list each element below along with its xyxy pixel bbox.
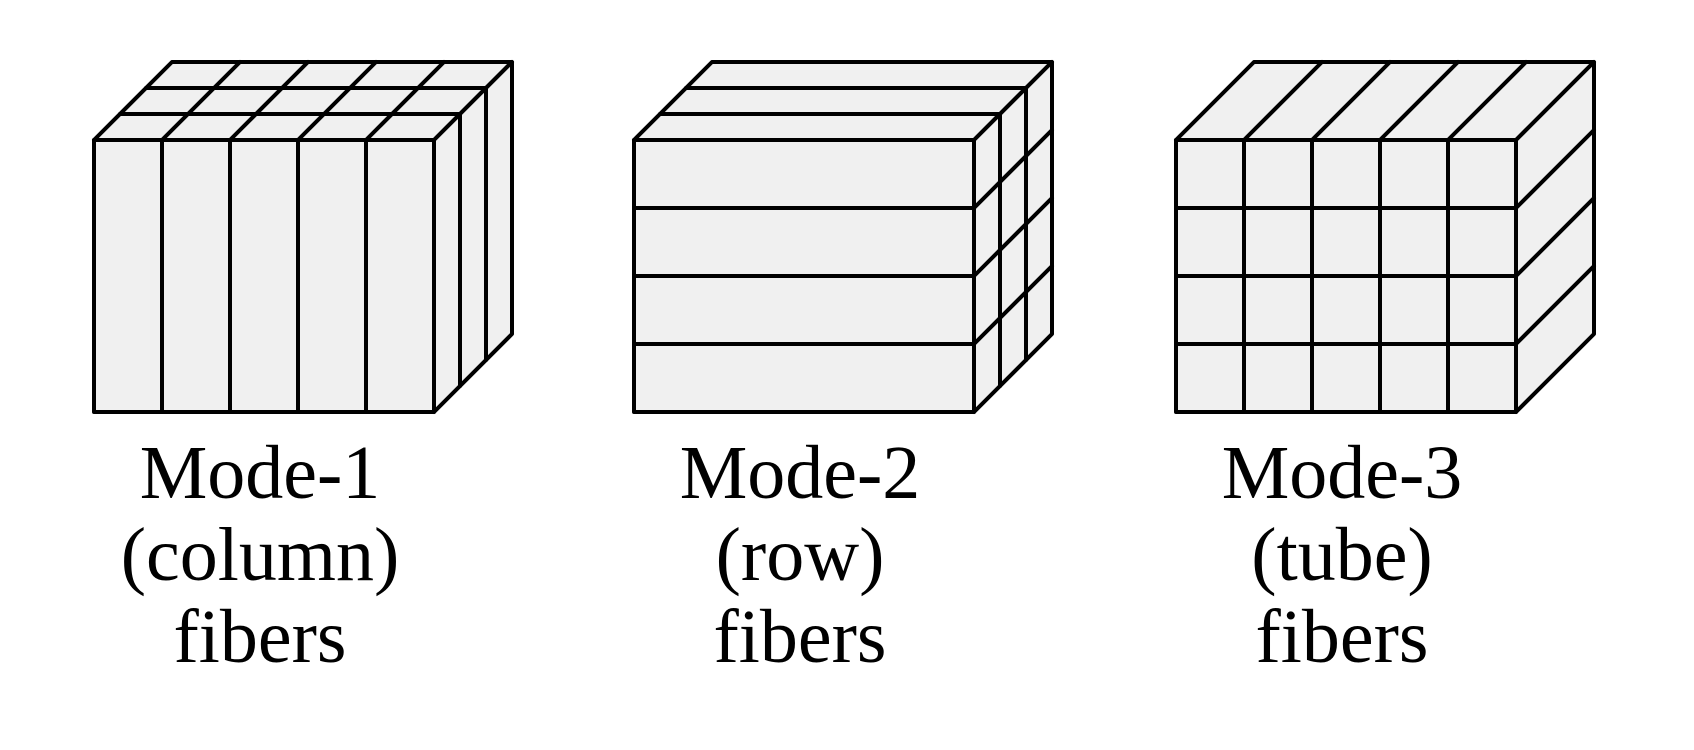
fiber-separator (1242, 60, 1324, 142)
fiber-separator (1514, 128, 1596, 210)
cube-mode-1 (92, 60, 514, 414)
fiber-separator (296, 60, 378, 142)
caption-mode-1: Mode-1 (column) fibers (0, 432, 520, 678)
caption-mode-2: Mode-2 (row) fibers (540, 432, 1060, 678)
caption-mode-3-title: Mode-3 (1221, 431, 1463, 515)
caption-mode-1-type: (column) (120, 513, 400, 597)
figure-mode-2: Mode-2 (row) fibers (540, 0, 1060, 750)
fiber-separator (972, 196, 1054, 278)
fiber-separator (972, 128, 1054, 210)
fiber-separator (1310, 60, 1392, 142)
caption-mode-3-type: (tube) (1251, 513, 1433, 597)
cube-front-face (92, 138, 436, 414)
fiber-separator (1514, 196, 1596, 278)
caption-mode-3-fibers: fibers (1255, 595, 1429, 679)
fiber-separator (1378, 60, 1460, 142)
fiber-separator (1514, 264, 1596, 346)
cube-mode-2 (632, 60, 1054, 414)
fiber-separator (364, 60, 446, 142)
caption-mode-1-title: Mode-1 (139, 431, 381, 515)
caption-mode-2-title: Mode-2 (679, 431, 921, 515)
fiber-separator (160, 60, 242, 142)
fiber-separator (228, 60, 310, 142)
cube-mode-3 (1174, 60, 1596, 414)
caption-mode-2-type: (row) (715, 513, 885, 597)
caption-mode-2-fibers: fibers (713, 595, 887, 679)
caption-mode-1-fibers: fibers (173, 595, 347, 679)
fiber-separator (972, 264, 1054, 346)
figure-mode-1: Mode-1 (column) fibers (0, 0, 520, 750)
caption-mode-3: Mode-3 (tube) fibers (1082, 432, 1602, 678)
figure-mode-3: Mode-3 (tube) fibers (1082, 0, 1602, 750)
fiber-separator (1446, 60, 1528, 142)
